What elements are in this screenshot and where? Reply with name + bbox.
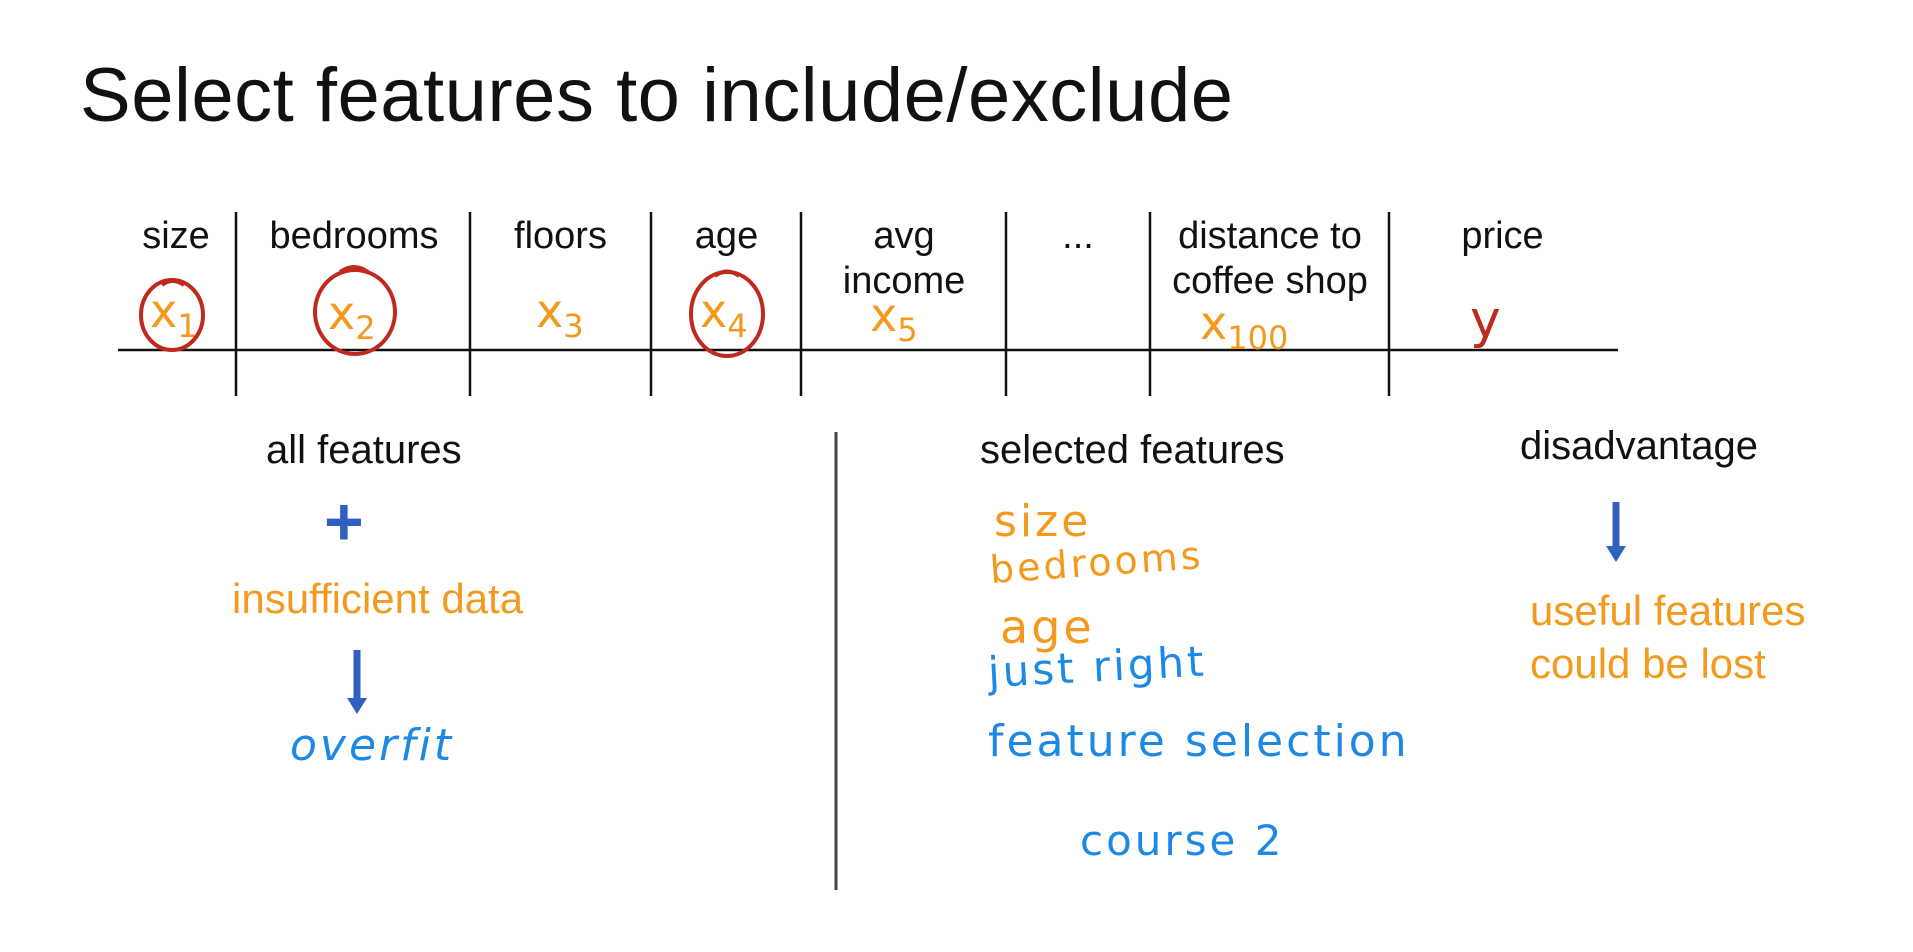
header-size: size — [142, 215, 210, 257]
var-x3: x3 — [536, 284, 584, 346]
var-y: y — [1470, 290, 1501, 350]
var-x4: x4 — [700, 284, 748, 346]
disadvantage-note-line1: useful features — [1530, 587, 1806, 634]
selected-size: size — [994, 496, 1092, 547]
header-avg-income: avg income — [842, 215, 966, 302]
header-bedrooms: bedrooms — [269, 215, 439, 257]
course-2-note: course 2 — [1080, 816, 1285, 865]
down-arrow-right-icon — [1606, 502, 1626, 562]
var-x100: x100 — [1200, 296, 1289, 358]
header-floors: floors — [514, 215, 607, 257]
circle-x2-tab — [338, 265, 370, 274]
plus-sign: + — [324, 484, 364, 560]
header-price: price — [1461, 215, 1544, 257]
selected-age: age — [1000, 600, 1095, 654]
circle-x1-tab — [160, 279, 186, 287]
feature-selection-note: feature selection — [988, 716, 1410, 767]
insufficient-data-note: insufficient data — [232, 575, 524, 622]
var-x1: x1 — [150, 284, 198, 346]
slide-title: Select features to include/exclude — [80, 53, 1234, 138]
all-features-heading: all features — [266, 428, 462, 472]
disadvantage-heading: disadvantage — [1520, 424, 1758, 468]
circle-x4-tab — [713, 269, 741, 278]
selected-features-heading: selected features — [980, 428, 1285, 472]
header-age: age — [694, 215, 759, 257]
var-x5: x5 — [870, 288, 918, 350]
disadvantage-note-line2: could be lost — [1530, 640, 1766, 687]
header-ellipsis: ... — [1062, 215, 1094, 257]
var-x2: x2 — [328, 286, 376, 348]
overfit-note: overfit — [290, 720, 455, 771]
down-arrow-left-icon — [347, 650, 367, 714]
circle-x2 — [313, 268, 397, 356]
header-distance: distance to coffee shop — [1172, 215, 1368, 302]
